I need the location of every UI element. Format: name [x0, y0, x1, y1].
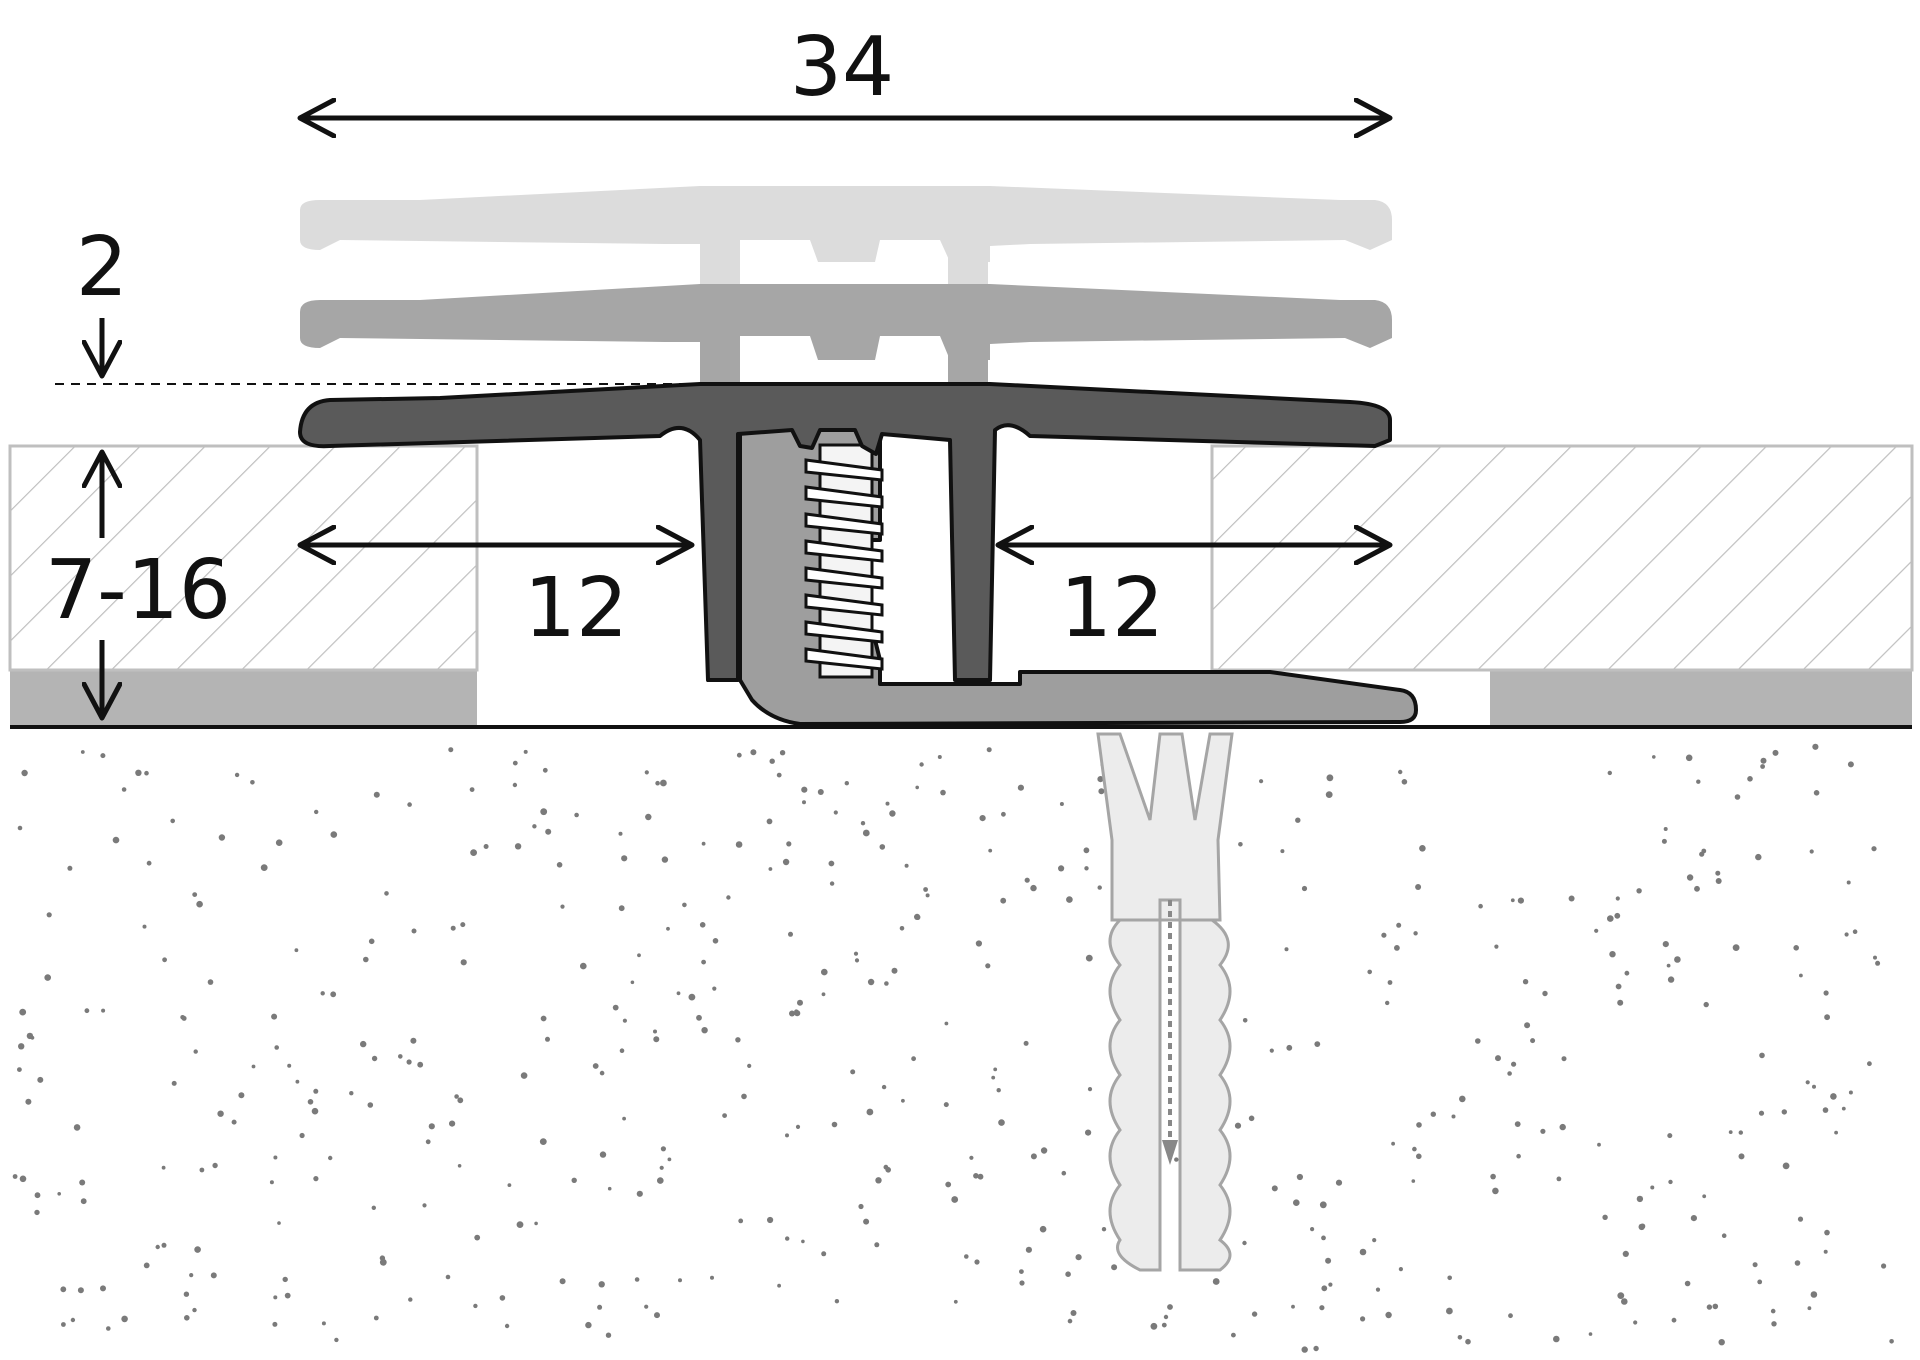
left-gap-label: 12: [524, 561, 628, 656]
concrete-subfloor: [12, 743, 1894, 1353]
dark-profile: [298, 382, 1392, 682]
height-step-label: 2: [76, 220, 128, 315]
left-floor-strip: [10, 670, 477, 727]
wall-plug-icon: [1096, 732, 1234, 1272]
right-floor-covering: [1210, 444, 1914, 672]
right-floor-strip: [1490, 670, 1912, 727]
height-range-label: 7-16: [45, 543, 231, 638]
overall-width-label: 34: [790, 20, 894, 115]
screw-icon: [804, 443, 884, 679]
profile-position-middle: [300, 284, 1392, 386]
right-gap-label: 12: [1060, 561, 1164, 656]
